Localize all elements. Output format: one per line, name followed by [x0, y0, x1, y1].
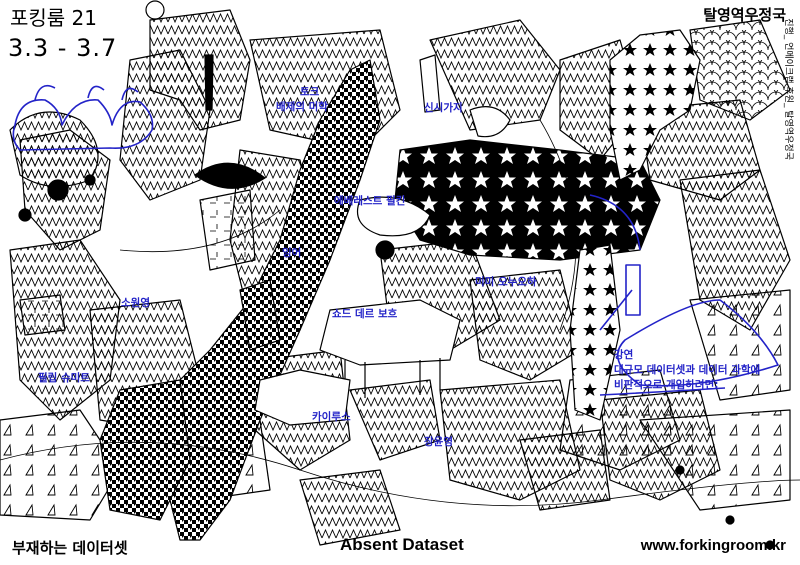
website-url[interactable]: www.forkingroom.kr	[640, 537, 786, 554]
label-lecture: 강연	[614, 349, 634, 361]
label-sowonyoung: 소원영	[121, 297, 150, 309]
label-sinsigaji: 신시가지	[424, 102, 463, 114]
festival-title: 포킹룸 21	[10, 6, 98, 30]
label-everest: 에베레스트 필킨	[334, 195, 406, 207]
label-toke: 토크	[300, 86, 320, 98]
label-lecture-line3: 비판적으로 개입하려면:	[614, 379, 719, 391]
label-jangyunyoung: 장윤영	[424, 436, 453, 448]
venue-name: 탈영역우정국	[703, 6, 786, 24]
label-kairus: 카이루스	[312, 411, 351, 423]
label-ingeo: 잉어	[282, 247, 302, 259]
festival-dates: 3.3 - 3.7	[8, 34, 118, 62]
english-title: Absent Dataset	[340, 535, 464, 554]
label-mimi: 미미 오누오하	[475, 276, 537, 288]
label-lecture-line2: 대규모 데이터셋과 데이터 과학에	[614, 364, 761, 376]
label-philip: 필립 슈미트	[38, 372, 90, 384]
label-toke-title: 배제의 미학	[276, 101, 328, 113]
label-shod: 쇼드 데르 보흐	[332, 308, 398, 320]
credits-vertical: 진행_ 언메이크랩 후원_ 탈영역우정국	[783, 18, 793, 160]
korean-title: 부재하는 데이터셋	[12, 539, 128, 557]
